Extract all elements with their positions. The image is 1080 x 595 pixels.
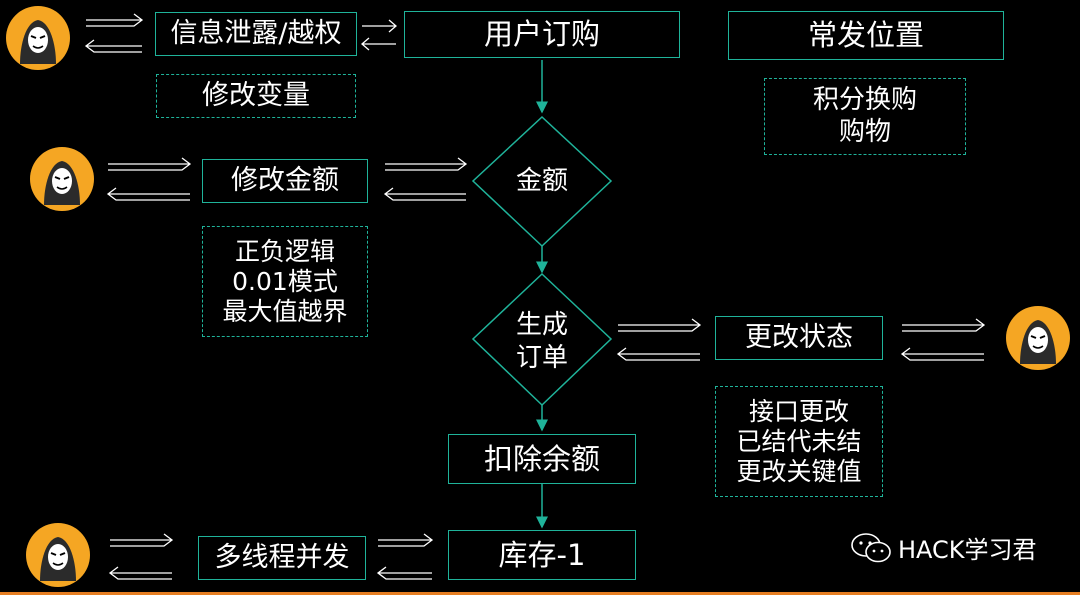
diamond-amount (471, 115, 613, 248)
amount-note-line: 最大值越界 (222, 296, 348, 326)
status-note-line: 接口更改 (748, 396, 849, 426)
amount-diamond-label: 金额 (515, 166, 568, 196)
user-purchase-box: 用户订购 (404, 11, 680, 58)
diamond-order (471, 272, 613, 407)
change-status-box: 更改状态 (715, 316, 883, 360)
amount-note-line: 正负逻辑 (234, 236, 335, 266)
hacker-avatar-icon (30, 147, 94, 211)
double-arrows (84, 13, 986, 580)
bottom-accent-bar (0, 592, 1080, 595)
generate-order-line: 生成 (515, 310, 568, 340)
amount-note-line: 0.01模式 (232, 266, 338, 296)
wechat-icon (851, 532, 891, 562)
generate-order-diamond-label: 生成 订单 (492, 309, 592, 374)
hacker-avatar-icon (26, 523, 90, 587)
stock-box: 库存-1 (448, 530, 636, 580)
watermark: HACK学习君 (850, 530, 1037, 565)
status-note-line: 已结代未结 (736, 426, 862, 456)
status-note-line: 更改关键值 (736, 456, 862, 486)
concurrency-box: 多线程并发 (198, 536, 366, 580)
points-exchange-line: 购物 (838, 116, 891, 147)
points-exchange-line: 积分换购 (812, 85, 917, 116)
modify-variable-box: 修改变量 (156, 74, 356, 118)
info-leak-box: 信息泄露/越权 (155, 12, 357, 56)
hacker-avatar-icon (6, 6, 70, 70)
hacker-avatar-icon (1006, 306, 1070, 370)
points-exchange-box: 积分换购 购物 (764, 78, 966, 155)
modify-amount-box: 修改金额 (202, 159, 368, 203)
common-location-box: 常发位置 (728, 11, 1004, 60)
deduct-balance-box: 扣除余额 (448, 434, 636, 484)
status-notes-box: 接口更改 已结代未结 更改关键值 (715, 386, 883, 497)
amount-notes-box: 正负逻辑 0.01模式 最大值越界 (202, 226, 368, 337)
generate-order-line: 订单 (515, 342, 568, 373)
watermark-text: HACK学习君 (898, 536, 1037, 564)
